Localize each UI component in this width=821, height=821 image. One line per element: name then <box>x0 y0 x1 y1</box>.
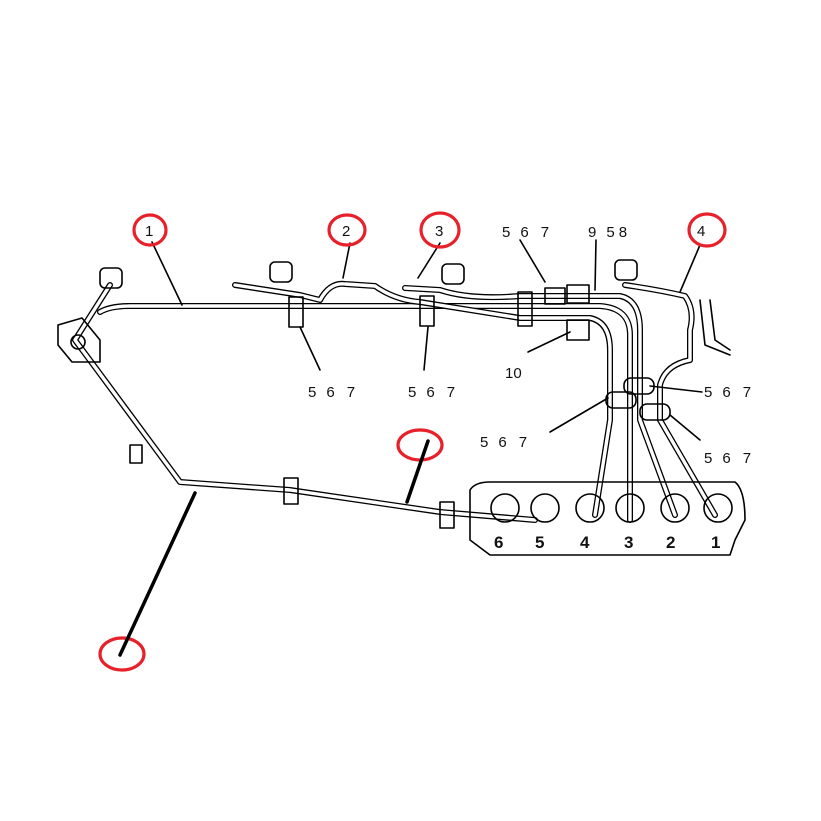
leader-lines <box>151 239 703 441</box>
fitting-nuts <box>57 259 638 363</box>
svg-text:958: 958 <box>588 224 627 241</box>
cylinder-head <box>469 481 746 556</box>
fuel-lines <box>72 280 731 523</box>
svg-text:5: 5 <box>535 533 544 552</box>
svg-text:4: 4 <box>697 223 705 240</box>
svg-text:567: 567 <box>704 450 751 467</box>
callout-2: 2 <box>327 213 367 247</box>
svg-text:567: 567 <box>502 224 549 241</box>
cylinder-numbers: 6 5 4 3 2 1 <box>494 533 720 552</box>
callout-4: 4 <box>687 212 727 248</box>
svg-text:3: 3 <box>624 533 633 552</box>
svg-text:567: 567 <box>408 384 455 401</box>
svg-text:2: 2 <box>666 533 675 552</box>
callout-1: 1 <box>132 213 168 247</box>
empty-callout-lower <box>98 491 197 672</box>
callout-3: 3 <box>419 211 461 249</box>
clamps <box>129 284 671 529</box>
injector-ports <box>490 493 733 523</box>
empty-callout-upper <box>396 428 444 504</box>
part-label-10: 10 <box>505 365 522 382</box>
svg-text:1: 1 <box>145 223 153 240</box>
svg-text:3: 3 <box>435 223 443 240</box>
svg-text:567: 567 <box>704 384 751 401</box>
svg-text:6: 6 <box>494 533 503 552</box>
svg-text:567: 567 <box>308 384 355 401</box>
svg-text:567: 567 <box>480 434 527 451</box>
svg-text:4: 4 <box>580 533 590 552</box>
svg-text:1: 1 <box>711 533 720 552</box>
svg-text:2: 2 <box>342 223 350 240</box>
